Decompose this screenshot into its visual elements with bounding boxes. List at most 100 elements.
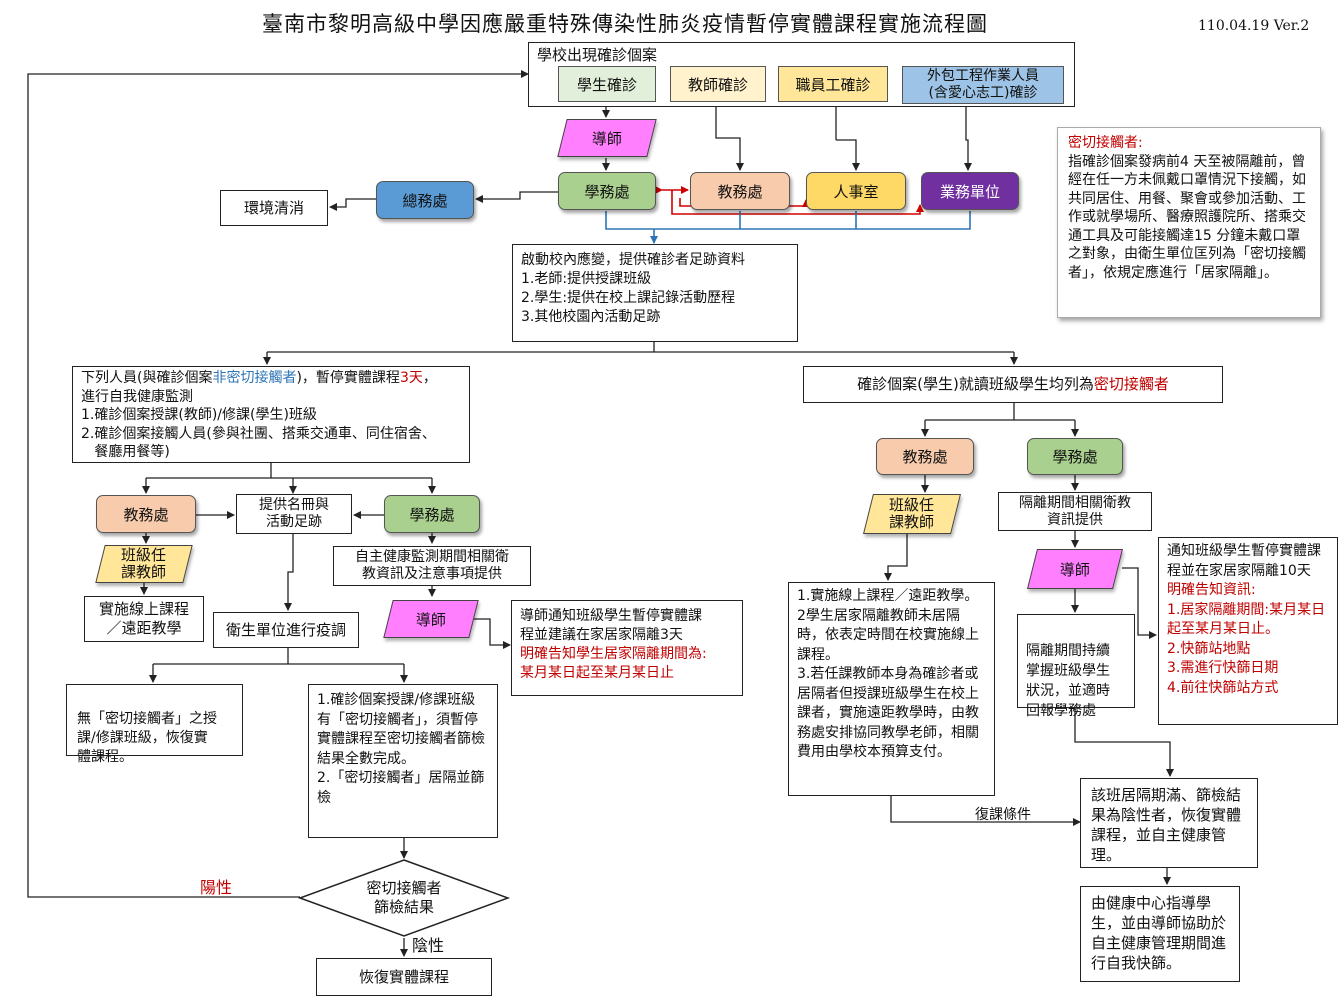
quarantine-monitor-box: 隔離期間持續 掌握班級學生 狀況，並適時 回報學務處 bbox=[1017, 614, 1135, 719]
case-outbreak-title: 學校出現確診個案 bbox=[537, 46, 658, 64]
positive-label: 陽性 bbox=[200, 878, 233, 897]
no-close-contact-label: 無「密切接觸者」之授 課/修課班級，恢復實 體課程。 bbox=[77, 711, 217, 765]
student-case-label: 學生確診 bbox=[576, 75, 637, 94]
online-teaching-left-label: 實施線上課程 ／遠距教學 bbox=[98, 600, 189, 637]
health-unit-box: 衛生單位進行疫調 bbox=[213, 612, 359, 648]
student-affairs-node-right: 學務處 bbox=[1027, 438, 1123, 475]
mentor-notify-right-line-4: 2.快篩站地點 bbox=[1167, 640, 1251, 657]
mentor-node-left: 導師 bbox=[383, 600, 479, 638]
non-close-contact-line-1: 下列人員(與確診個案非密切接觸者)，暫停實體課程3天， bbox=[81, 369, 461, 388]
health-center-box: 由健康中心指導學生，並由導師協助於自主健康管理期間進行自我快篩。 bbox=[1080, 886, 1240, 982]
academic-affairs-node-left: 教務處 bbox=[96, 495, 196, 533]
student-affairs-right-label: 學務處 bbox=[1052, 448, 1098, 466]
no-close-contact-box: 無「密切接觸者」之授 課/修課班級，恢復實 體課程。 bbox=[66, 684, 243, 765]
resume-class-box: 恢復實體課程 bbox=[316, 958, 492, 996]
quarantine-info-box: 隔離期間相關衛教 資訊提供 bbox=[998, 492, 1152, 531]
non-close-contact-text-a: 下列人員(與確診個案 bbox=[81, 370, 213, 386]
contractor-case-box: 外包工程作業人員 (含愛心志工)確診 bbox=[902, 66, 1064, 104]
non-close-contact-text-b: 非密切接觸者 bbox=[212, 370, 297, 386]
academic-affairs-left-label: 教務處 bbox=[123, 505, 169, 524]
student-affairs-left-label: 學務處 bbox=[409, 505, 455, 524]
student-affairs-node-top: 學務處 bbox=[558, 172, 656, 210]
non-close-contact-box: 下列人員(與確診個案非密切接觸者)，暫停實體課程3天， 進行自我健康監測 1.確… bbox=[72, 366, 470, 463]
staff-case-label: 職員工確診 bbox=[795, 75, 871, 94]
non-close-contact-line-5: 餐廳用餐等) bbox=[81, 444, 170, 460]
business-unit-node: 業務單位 bbox=[921, 172, 1019, 210]
contractor-case-label: 外包工程作業人員 (含愛心志工)確診 bbox=[927, 68, 1039, 101]
response-start-line-3: 2.學生:提供在校上課記錄活動歷程 bbox=[521, 290, 736, 306]
mentor-notify-right-line-5: 3.需進行快篩日期 bbox=[1167, 660, 1279, 676]
academic-affairs-node-right: 教務處 bbox=[876, 438, 974, 475]
mentor-notify-left-line-2: 程並建議在家居家隔離3天 bbox=[520, 627, 683, 643]
environment-clean-label: 環境清消 bbox=[243, 198, 304, 217]
health-unit-label: 衛生單位進行疫調 bbox=[225, 620, 346, 639]
general-affairs-node: 總務處 bbox=[376, 181, 474, 219]
general-affairs-label: 總務處 bbox=[402, 191, 448, 210]
resume-class-label: 恢復實體課程 bbox=[358, 967, 449, 986]
response-start-line-2: 1.老師:提供授課班級 bbox=[521, 271, 652, 287]
mentor-left-label: 導師 bbox=[415, 610, 446, 629]
has-close-contact-box: 1.確診個案授課/修課班級有「密切接觸者」，須暫停實體課程至密切接觸者篩檢結果全… bbox=[308, 684, 498, 838]
business-unit-label: 業務單位 bbox=[939, 182, 1000, 201]
personnel-label: 人事室 bbox=[833, 182, 879, 201]
mentor-node-top-label: 導師 bbox=[591, 129, 622, 148]
non-close-contact-text-c: )，暫停實體課程 bbox=[296, 370, 400, 386]
self-monitor-info-label: 自主健康監測期間相關衛 教資訊及注意事項提供 bbox=[355, 549, 509, 582]
non-close-contact-line-3: 1.確診個案授課(教師)/修課(學生)班級 bbox=[81, 407, 317, 423]
student-case-box: 學生確診 bbox=[558, 66, 656, 102]
staff-case-box: 職員工確診 bbox=[778, 66, 888, 102]
class-close-contact-text-b: 密切接觸者 bbox=[1093, 375, 1169, 393]
screening-decision-label: 密切接觸者 篩檢結果 bbox=[366, 879, 442, 916]
mentor-node-top: 導師 bbox=[557, 119, 657, 157]
class-teacher-node-right: 班級任 課教師 bbox=[863, 494, 961, 534]
online-teaching-right-line-3: 3.若任課教師本身為確診者或居隔者但授課班級學生在校上課者，實施遠距教學時，由教… bbox=[797, 666, 979, 760]
page-title: 臺南市黎明高級中學因應嚴重特殊傳染性肺炎疫情暫停實體課程實施流程圖 bbox=[262, 12, 988, 36]
mentor-notify-left-line-1: 導師通知班級學生暫停實體課 bbox=[520, 608, 702, 624]
online-teaching-box-left: 實施線上課程 ／遠距教學 bbox=[84, 596, 204, 642]
academic-affairs-node-top: 教務處 bbox=[690, 172, 790, 210]
mentor-right-label: 導師 bbox=[1059, 560, 1090, 579]
health-center-label: 由健康中心指導學生，並由導師協助於自主健康管理期間進行自我快篩。 bbox=[1091, 894, 1227, 972]
personnel-node: 人事室 bbox=[806, 172, 906, 210]
non-close-contact-line-4: 2.確診個案接觸人員(參與社團、搭乘交通車、同住宿舍、 bbox=[81, 425, 436, 442]
class-teacher-node-left: 班級任 課教師 bbox=[95, 545, 193, 583]
environment-clean-box: 環境清消 bbox=[220, 190, 328, 226]
class-teacher-right-label: 班級任 課教師 bbox=[889, 496, 935, 531]
mentor-notify-left-line-3: 明確告知學生居家隔離期間為: bbox=[520, 646, 707, 662]
quarantine-monitor-label: 隔離期間持續 掌握班級學生 狀況，並適時 回報學務處 bbox=[1026, 643, 1110, 719]
mentor-notify-right-line-2: 明確告知資訊: bbox=[1167, 582, 1256, 598]
definition-body: 指確診個案發病前4 天至被隔離前，曾經在任一方未佩戴口罩情況下接觸，如共同居住、… bbox=[1068, 153, 1306, 281]
online-teaching-right-line-1: 1.實施線上課程／遠距教學。 bbox=[797, 588, 979, 604]
student-affairs-node-left: 學務處 bbox=[384, 495, 480, 533]
resume-condition-label: 復課條件 bbox=[975, 807, 1031, 823]
class-close-contact-text: 確診個案(學生)就讀班級學生均列為密切接觸者 bbox=[857, 375, 1169, 394]
response-start-line-4: 3.其他校園內活動足跡 bbox=[521, 309, 661, 325]
roster-box: 提供名冊與 活動足跡 bbox=[236, 494, 352, 534]
mentor-notify-box-left: 導師通知班級學生暫停實體課 程並建議在家居家隔離3天 明確告知學生居家隔離期間為… bbox=[511, 600, 743, 696]
has-close-contact-line-1: 1.確診個案授課/修課班級有「密切接觸者」，須暫停實體課程至密切接觸者篩檢結果全… bbox=[317, 692, 485, 767]
negative-label: 陰性 bbox=[412, 936, 445, 955]
mentor-notify-right-line-6: 4.前往快篩站方式 bbox=[1167, 679, 1279, 696]
online-teaching-right-line-2: 2學生居家隔離教師未居隔時，依表定時間在校實施線上課程。 bbox=[797, 607, 979, 663]
class-close-contact-box: 確診個案(學生)就讀班級學生均列為密切接觸者 bbox=[803, 366, 1223, 403]
mentor-notify-box-right: 通知班級學生暫停實體課程並在家居家隔離10天 明確告知資訊: 1.居家隔離期間:… bbox=[1158, 537, 1338, 725]
version-label: 110.04.19 Ver.2 bbox=[1198, 18, 1310, 34]
roster-label: 提供名冊與 活動足跡 bbox=[259, 497, 329, 530]
teacher-case-label: 教師確診 bbox=[687, 75, 748, 94]
response-start-line-1: 啟動校內應變，提供確診者足跡資料 bbox=[521, 252, 745, 268]
academic-affairs-right-label: 教務處 bbox=[902, 448, 948, 466]
mentor-notify-right-line-3: 1.居家隔離期間:某月某日起至某月某日止。 bbox=[1167, 601, 1326, 638]
class-resume-label: 該班居隔期滿、篩檢結果為陰性者，恢復實體課程，並自主健康管理。 bbox=[1091, 786, 1242, 864]
online-teaching-box-right: 1.實施線上課程／遠距教學。 2學生居家隔離教師未居隔時，依表定時間在校實施線上… bbox=[788, 582, 995, 796]
quarantine-info-label: 隔離期間相關衛教 資訊提供 bbox=[1019, 494, 1131, 528]
academic-affairs-top-label: 教務處 bbox=[717, 182, 763, 201]
has-close-contact-line-2: 2.「密切接觸者」居隔並篩檢 bbox=[317, 770, 485, 806]
non-close-contact-text-e: ， bbox=[422, 370, 437, 386]
teacher-case-box: 教師確診 bbox=[670, 66, 766, 102]
close-contact-definition-box: 密切接觸者: 指確診個案發病前4 天至被隔離前，曾經在任一方未佩戴口罩情況下接觸… bbox=[1057, 127, 1321, 318]
class-close-contact-text-a: 確診個案(學生)就讀班級學生均列為 bbox=[857, 375, 1094, 393]
definition-title: 密切接觸者: bbox=[1068, 135, 1143, 151]
class-resume-box: 該班居隔期滿、篩檢結果為陰性者，恢復實體課程，並自主健康管理。 bbox=[1080, 778, 1258, 868]
non-close-contact-days: 3天 bbox=[399, 370, 423, 386]
self-monitor-info-box: 自主健康監測期間相關衛 教資訊及注意事項提供 bbox=[333, 546, 531, 586]
